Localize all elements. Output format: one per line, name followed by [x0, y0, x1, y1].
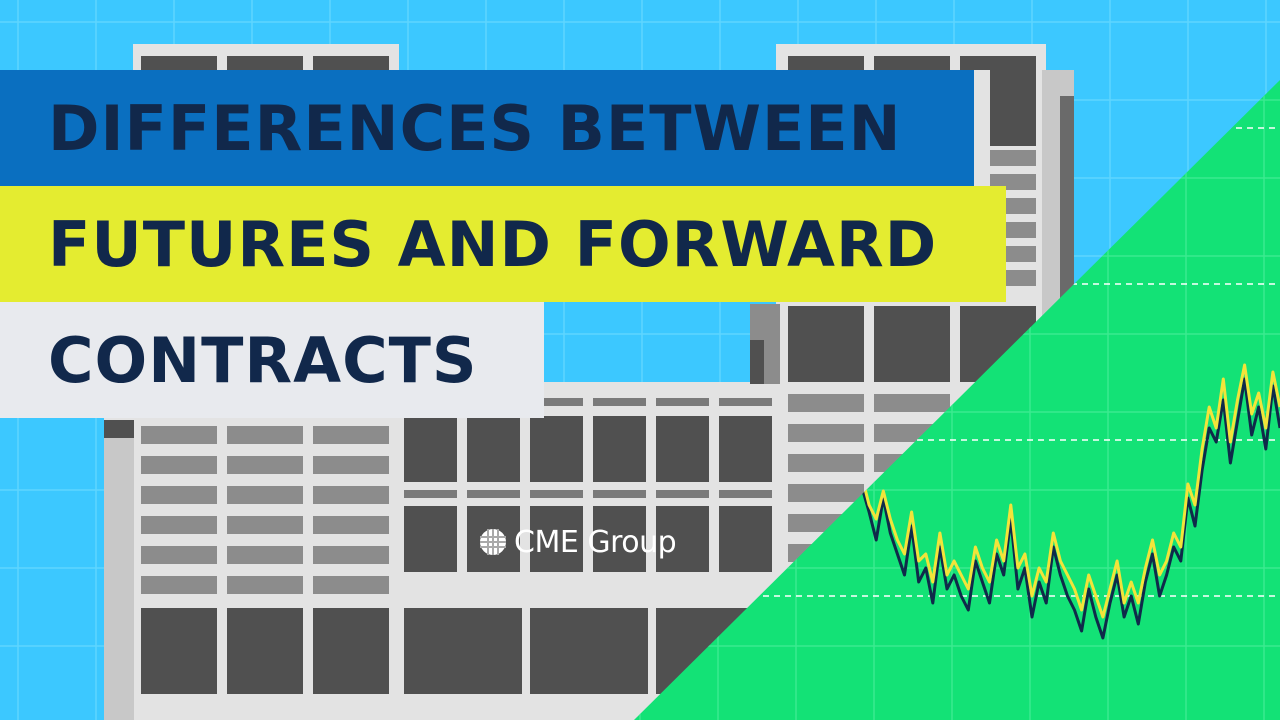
title-line-3: CONTRACTS	[48, 323, 478, 397]
building-window	[141, 456, 217, 474]
building-window	[788, 306, 864, 382]
building-window	[404, 416, 457, 482]
title-band-2: FUTURES AND FORWARD	[0, 186, 1006, 302]
building-right-step-dark	[750, 340, 764, 384]
logo-text: CME Group	[514, 524, 677, 560]
building-window	[141, 576, 217, 594]
cme-group-logo: CME Group	[478, 518, 677, 566]
building-base-edge	[104, 420, 134, 720]
building-window	[313, 426, 389, 444]
building-window	[874, 306, 950, 382]
building-window	[227, 426, 303, 444]
building-window	[530, 608, 648, 694]
building-window	[990, 56, 1036, 146]
title-band-1: DIFFERENCES BETWEEN	[0, 70, 974, 186]
building-window	[313, 516, 389, 534]
building-window	[313, 576, 389, 594]
building-window	[141, 486, 217, 504]
building-window	[719, 490, 772, 498]
building-windows	[141, 56, 1036, 694]
title-line-2: FUTURES AND FORWARD	[48, 207, 938, 281]
building-window	[404, 490, 457, 498]
building-window	[656, 416, 709, 482]
building-window	[530, 416, 583, 482]
building-window	[530, 506, 583, 572]
building-window	[874, 56, 950, 70]
building-window	[227, 456, 303, 474]
building-window	[530, 490, 583, 498]
building-right-tower-edge	[1060, 96, 1074, 346]
building-window	[467, 416, 520, 482]
building-window	[788, 394, 864, 412]
building-window	[141, 546, 217, 564]
building-window	[227, 516, 303, 534]
building-window	[467, 490, 520, 498]
building-window	[656, 490, 709, 498]
building-window	[788, 424, 864, 442]
building-window	[227, 546, 303, 564]
building-window	[788, 56, 864, 70]
building-window	[788, 454, 864, 472]
building-window	[404, 506, 457, 572]
building-window	[141, 426, 217, 444]
title-line-1: DIFFERENCES BETWEEN	[48, 91, 902, 165]
building-base-corner	[104, 420, 134, 438]
building-window	[404, 608, 522, 694]
chart-series-line	[860, 363, 1280, 619]
building-window	[313, 456, 389, 474]
building-window	[530, 398, 583, 406]
building-window	[141, 56, 217, 70]
building-window	[593, 506, 646, 572]
globe-icon	[480, 529, 506, 555]
chart-series-line	[860, 377, 1280, 640]
building-window	[227, 486, 303, 504]
building-window	[227, 56, 303, 70]
building-window	[313, 608, 389, 694]
building-window	[656, 506, 709, 572]
building-window	[719, 416, 772, 482]
building-window	[227, 608, 303, 694]
building-window	[227, 576, 303, 594]
building-window	[141, 516, 217, 534]
title-band-3: CONTRACTS	[0, 302, 544, 418]
building-window	[990, 150, 1036, 166]
building-window	[719, 398, 772, 406]
building-window	[593, 398, 646, 406]
building-window	[141, 608, 217, 694]
building-window	[593, 490, 646, 498]
building-window	[313, 546, 389, 564]
building-window	[313, 56, 389, 70]
building-window	[719, 506, 772, 572]
building-window	[788, 484, 864, 502]
building-window	[874, 394, 950, 412]
building-window	[313, 486, 389, 504]
building-window	[656, 398, 709, 406]
building-window	[593, 416, 646, 482]
chart-series-group	[860, 363, 1280, 640]
